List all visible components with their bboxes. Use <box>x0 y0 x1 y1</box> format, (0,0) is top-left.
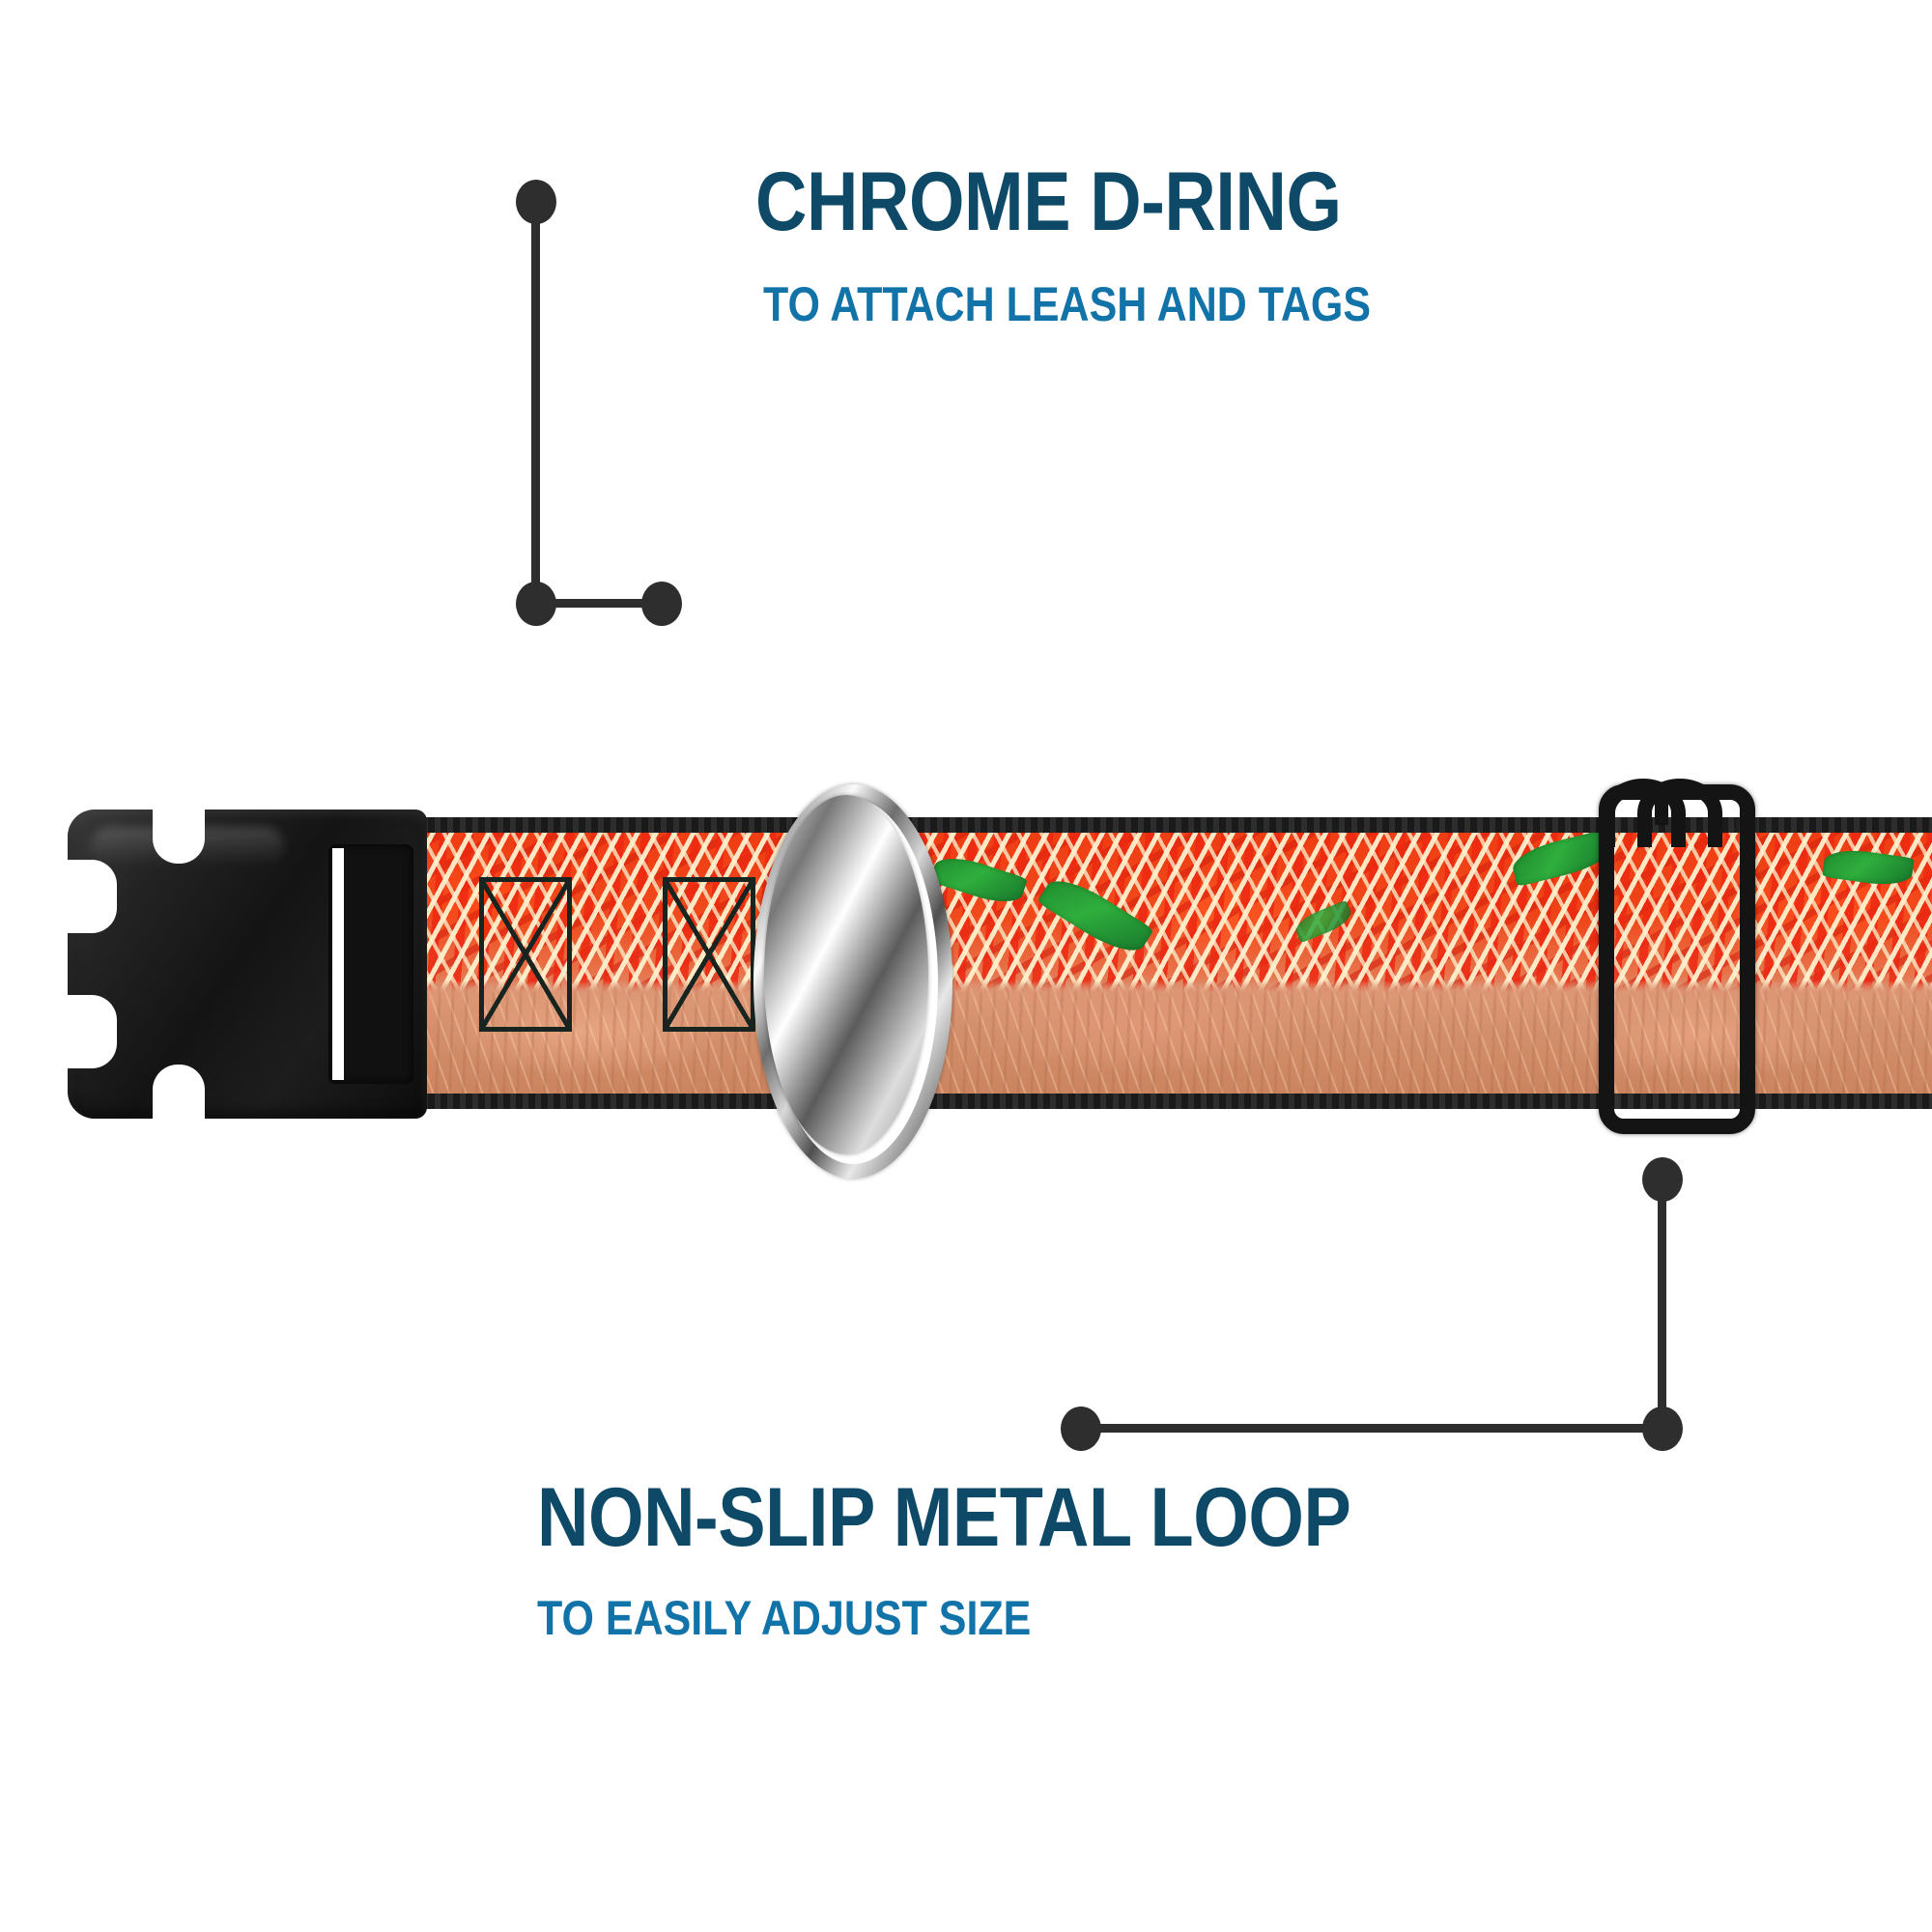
metal-loop-right-lobe <box>1637 779 1722 847</box>
box-stitch <box>479 877 572 1032</box>
buckle-prong-gap <box>153 1065 205 1121</box>
leader-line-vertical <box>531 207 540 603</box>
metal-loop-center-bar <box>1655 800 1668 825</box>
callout-subtitle-non-slip-metal-loop: TO EASILY ADJUST SIZE <box>537 1591 1032 1645</box>
leader-dot-target <box>641 582 682 626</box>
leader-line-horizontal <box>1092 1424 1652 1433</box>
non-slip-metal-loop[interactable] <box>1599 779 1755 1134</box>
leader-line-horizontal <box>547 599 668 608</box>
buckle-prong-gap <box>153 808 205 864</box>
buckle-left-notch <box>67 860 117 933</box>
collar-webbing-strap <box>290 817 1932 1109</box>
callout-title-non-slip-metal-loop: NON-SLIP METAL LOOP <box>537 1471 1351 1564</box>
leader-line-vertical <box>1658 1184 1666 1428</box>
webbing-top-edge-stitch <box>290 817 1932 833</box>
side-release-buckle[interactable] <box>67 808 427 1121</box>
callout-title-chrome-d-ring: CHROME D-RING <box>755 156 1342 248</box>
webbing-bottom-edge-stitch <box>290 1094 1932 1109</box>
callout-subtitle-chrome-d-ring: TO ATTACH LEASH AND TAGS <box>763 277 1372 331</box>
d-ring-inner-band <box>764 795 928 1154</box>
buckle-slot-gap <box>332 848 344 1080</box>
chrome-d-ring[interactable] <box>753 784 938 1164</box>
buckle-left-notch <box>67 995 117 1068</box>
leader-dot-end <box>1061 1406 1101 1451</box>
box-stitch <box>663 877 755 1032</box>
